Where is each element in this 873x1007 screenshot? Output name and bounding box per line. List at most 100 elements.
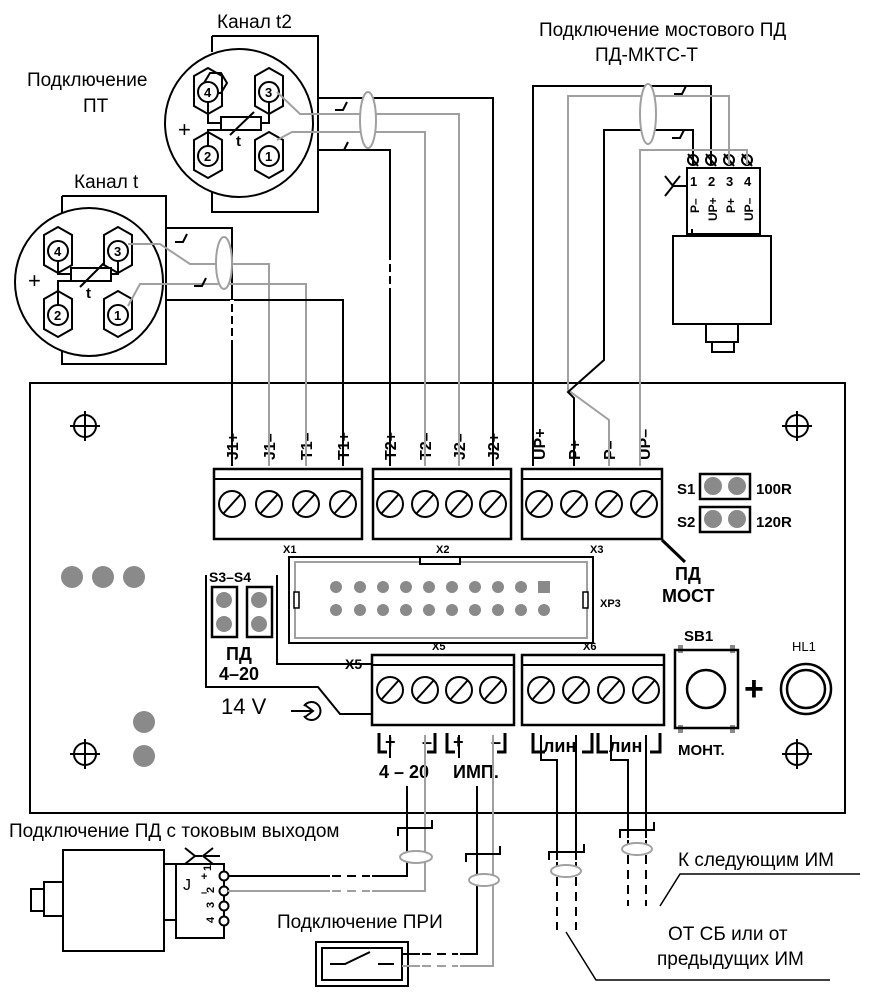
screw-icon [597, 676, 625, 704]
label-100r: 100R [756, 481, 792, 498]
screw-icon [255, 490, 283, 518]
ref-xp3: XP3 [600, 598, 621, 610]
cable-break [335, 101, 349, 151]
wire-j2minus [276, 91, 460, 466]
wire-imp-plus [460, 786, 478, 955]
ref-x5: X5 [432, 641, 445, 653]
terminal-block-x1 [212, 467, 364, 541]
wire-lin-1a [540, 735, 558, 860]
jumper-s3 [210, 585, 239, 639]
wire-pminus [566, 129, 694, 466]
cable-break [548, 844, 585, 860]
screw-icon [329, 490, 357, 518]
ref-s3s4: S3–S4 [209, 569, 251, 585]
ref-x2: X2 [436, 544, 449, 556]
bracket-imp [445, 733, 507, 754]
wire-t2plus [318, 149, 391, 466]
sensor-t-t: t [86, 285, 91, 302]
wire-imp-minus [460, 735, 494, 967]
sensor-t-pin-4: 4 [54, 244, 62, 259]
label-imp: ИМП. [453, 762, 499, 782]
terminal-label-x2-1: T2+ [383, 432, 400, 460]
label-pt-1: Подключение [27, 70, 147, 91]
bridge-pin-4: 4 [744, 174, 752, 189]
x5-minus-2: – [491, 732, 501, 752]
current-sign-minus: – [201, 887, 207, 899]
cable-tie [468, 873, 500, 887]
ref-x1: X1 [283, 544, 296, 556]
screw-icon [411, 676, 439, 704]
ref-x6: X6 [583, 641, 596, 653]
sensor-t-pin-3: 3 [114, 244, 121, 259]
wire-lin-2a [610, 735, 629, 838]
bridge-pd-body [672, 229, 772, 353]
bracket-4-20 [377, 733, 437, 754]
sensor-t2-pin-4: 4 [204, 85, 212, 100]
wire-j1plus [165, 214, 233, 466]
label-bridge-pd-2: ПД-МКТС-Т [595, 45, 698, 66]
bridge-pd-connector [686, 153, 761, 235]
ref-s1: S1 [677, 481, 695, 498]
wire-4-20-minus [372, 735, 426, 892]
terminal-label-x3-2: P+ [567, 440, 584, 460]
current-pin-4: 4 [205, 916, 217, 923]
s3-leader [205, 575, 372, 715]
s4-leader [276, 575, 372, 665]
board-dot [133, 711, 155, 733]
pd-bridge-label-1: ПД [675, 564, 701, 584]
label-from-sb-1: ОТ СБ или от [668, 924, 788, 945]
current-pd-body [30, 849, 225, 952]
label-from-sb-2: предыдущих ИМ [657, 949, 804, 970]
pd-4-20-label-1: ПД [226, 644, 252, 664]
sensor-t2-plus: + [178, 117, 191, 142]
leader-next-im [659, 873, 860, 907]
sensor-t [14, 207, 164, 357]
ref-x3: X3 [590, 544, 603, 556]
screw-icon [525, 490, 553, 518]
wire-t1plus [165, 294, 344, 466]
bracket-lin-2 [596, 733, 662, 754]
terminal-block-x5 [370, 653, 516, 727]
connector-symbol-icon [184, 847, 220, 865]
screw-icon [479, 676, 507, 704]
bridge-pin-1: 1 [690, 174, 697, 189]
pd-bridge-label-2: МОСТ [662, 586, 715, 606]
terminal-label-x1-4: T1+ [336, 432, 353, 460]
label-14v: 14 V [221, 694, 267, 719]
screw-icon [445, 490, 473, 518]
mount-hole-br [782, 739, 812, 769]
sensor-t2-t: t [236, 133, 241, 150]
wire-j2plus [318, 97, 494, 466]
bridge-pin-2: 2 [708, 174, 715, 189]
sensor-t2-pin-2: 2 [204, 149, 211, 164]
ref-s2: S2 [677, 514, 695, 531]
sensor-t-plus: + [28, 268, 41, 293]
mount-hole-tr [782, 411, 812, 441]
plus-sign: + [744, 670, 764, 708]
board-dot [61, 566, 83, 588]
sensor-t-pin-2: 2 [54, 308, 61, 323]
board-dot [123, 566, 145, 588]
label-current-pd: Подключение ПД с токовым выходом [9, 821, 339, 842]
cable-tie [399, 850, 433, 864]
screw-icon [562, 676, 590, 704]
terminal-block-x3 [520, 467, 664, 541]
board-dot [133, 745, 155, 767]
terminal-block-x2 [371, 467, 513, 541]
wire-t2minus [276, 131, 426, 466]
sensor-t2-pin-3: 3 [265, 85, 272, 100]
label-4-20: 4 – 20 [379, 762, 429, 782]
wire-j1minus [128, 243, 270, 466]
screw-icon [632, 676, 660, 704]
led-icon [779, 662, 833, 716]
wire-upminus [639, 149, 748, 466]
sensor-t2-pin-1: 1 [265, 149, 272, 164]
cable-tie [621, 842, 653, 856]
connector-symbol-icon [664, 175, 686, 197]
screw-icon [376, 676, 404, 704]
cable-break [672, 85, 687, 139]
cable-break [397, 820, 433, 836]
screw-icon [445, 676, 473, 704]
ref-sb1: SB1 [684, 628, 713, 645]
